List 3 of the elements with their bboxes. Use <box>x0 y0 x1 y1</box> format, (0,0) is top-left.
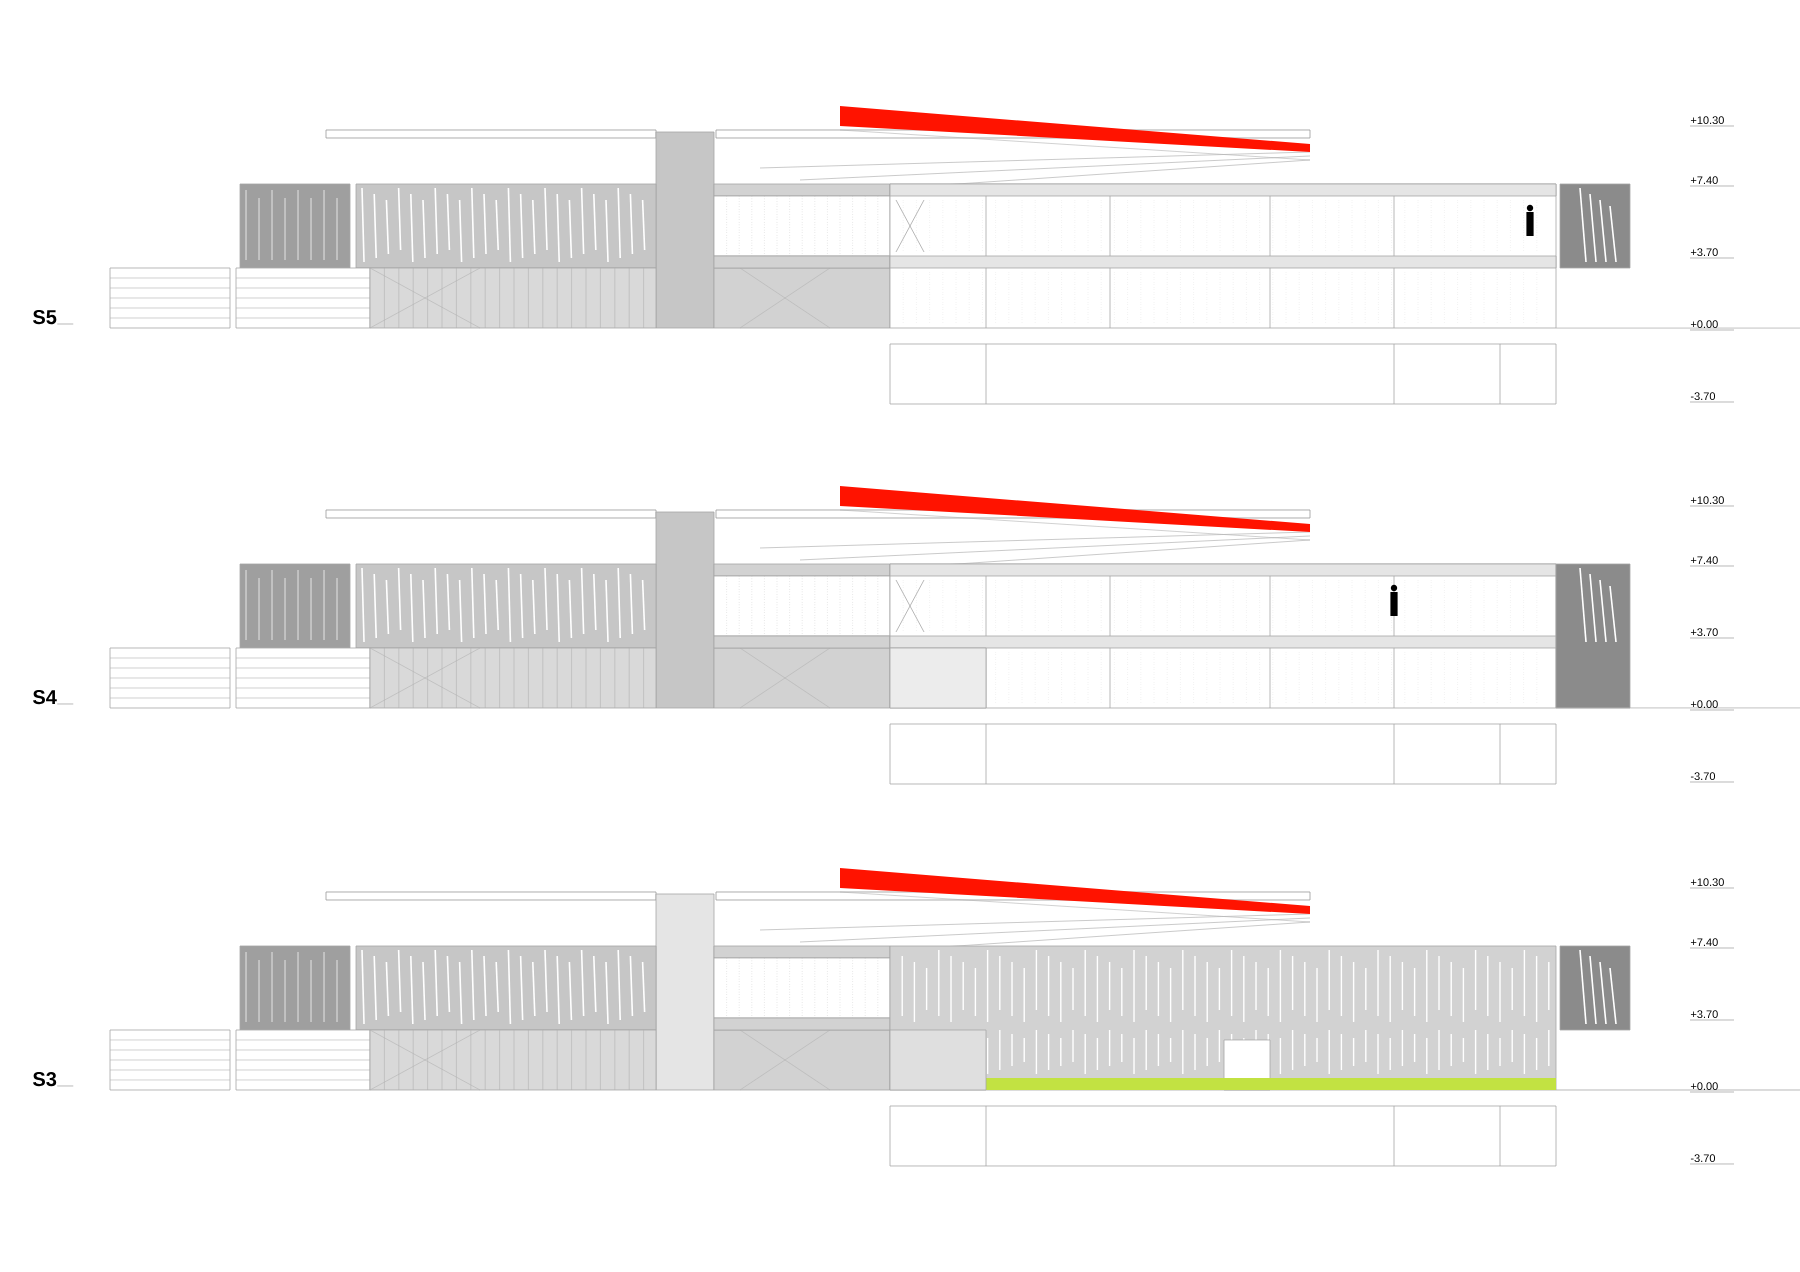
section-label: S4 <box>33 690 74 705</box>
section-label: S5 <box>33 310 74 325</box>
section-label: S3 <box>33 1072 74 1087</box>
